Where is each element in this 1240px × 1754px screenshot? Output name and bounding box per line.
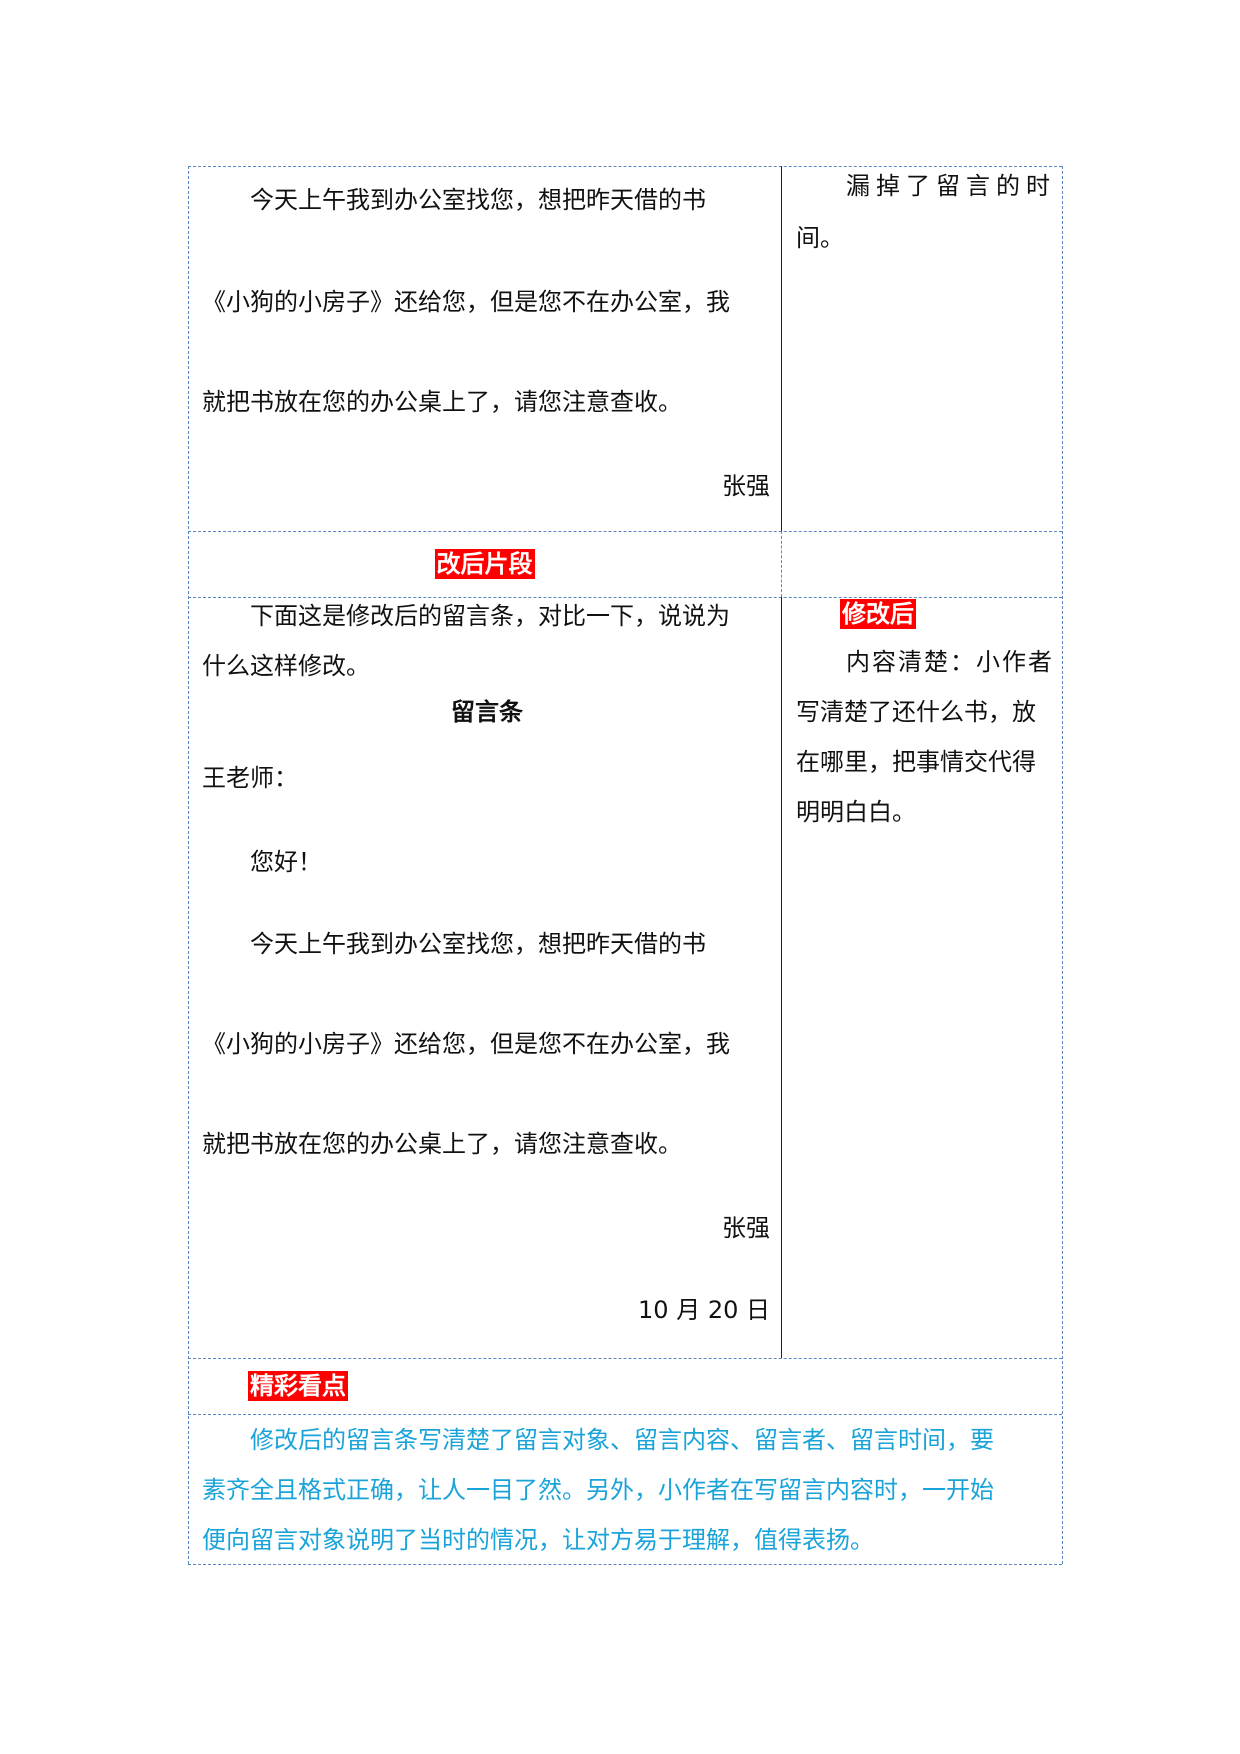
letter-after-signature: 张强 [722, 1214, 770, 1242]
letter-before-line3: 就把书放在您的办公桌上了，请您注意查收。 [202, 388, 682, 416]
letter-after-greeting: 您好！ [250, 848, 322, 876]
intro-line2: 什么这样修改。 [202, 652, 370, 680]
highlights-label-wrap: 精彩看点 [248, 1370, 348, 1402]
highlights-line3: 便向留言对象说明了当时的情况，让对方易于理解，值得表扬。 [202, 1526, 874, 1554]
comment-before-line2: 间。 [796, 224, 844, 252]
column-divider-label-row [781, 531, 782, 597]
comment-after-line3: 在哪里，把事情交代得 [796, 748, 1036, 776]
column-divider-lower [781, 597, 782, 1358]
section-after-label-wrap: 改后片段 [188, 548, 781, 580]
comment-before-line1: 漏掉了留言的时 [846, 172, 1056, 200]
table-border-bottom [188, 1564, 1062, 1565]
comment-after-line4: 明明白白。 [796, 798, 916, 826]
comment-after-line1: 内容清楚：小作者 [846, 648, 1054, 676]
table-border-row3 [188, 1358, 1062, 1359]
section-after-label: 改后片段 [434, 549, 535, 579]
comment-after-label-wrap: 修改后 [840, 598, 916, 630]
letter-after-line3: 就把书放在您的办公桌上了，请您注意查收。 [202, 1130, 682, 1158]
table-border-row4 [188, 1414, 1062, 1415]
comment-after-label: 修改后 [840, 599, 916, 629]
comment-after-line2: 写清楚了还什么书，放 [796, 698, 1036, 726]
letter-after-salutation: 王老师： [202, 764, 298, 792]
intro-line1: 下面这是修改后的留言条，对比一下，说说为 [250, 602, 730, 630]
highlights-line2: 素齐全且格式正确，让人一目了然。另外，小作者在写留言内容时，一开始 [202, 1476, 994, 1504]
letter-after-line1: 今天上午我到办公室找您，想把昨天借的书 [250, 930, 706, 958]
table-border-row2 [188, 597, 1062, 598]
highlights-line1: 修改后的留言条写清楚了留言对象、留言内容、留言者、留言时间，要 [250, 1426, 994, 1454]
letter-after-date: 10 月 20 日 [638, 1296, 770, 1324]
letter-after-line2: 《小狗的小房子》还给您，但是您不在办公室，我 [202, 1030, 730, 1058]
letter-before-line2: 《小狗的小房子》还给您，但是您不在办公室，我 [202, 288, 730, 316]
table-border-top [188, 166, 1062, 167]
column-divider-upper [781, 166, 782, 531]
letter-before-signature: 张强 [722, 472, 770, 500]
highlights-label: 精彩看点 [248, 1371, 348, 1401]
table-border-right [1062, 166, 1063, 1564]
table-border-row1 [188, 531, 1062, 532]
letter-after-title: 留言条 [451, 698, 523, 726]
table-border-left [188, 166, 189, 1564]
letter-before-line1: 今天上午我到办公室找您，想把昨天借的书 [250, 186, 706, 214]
